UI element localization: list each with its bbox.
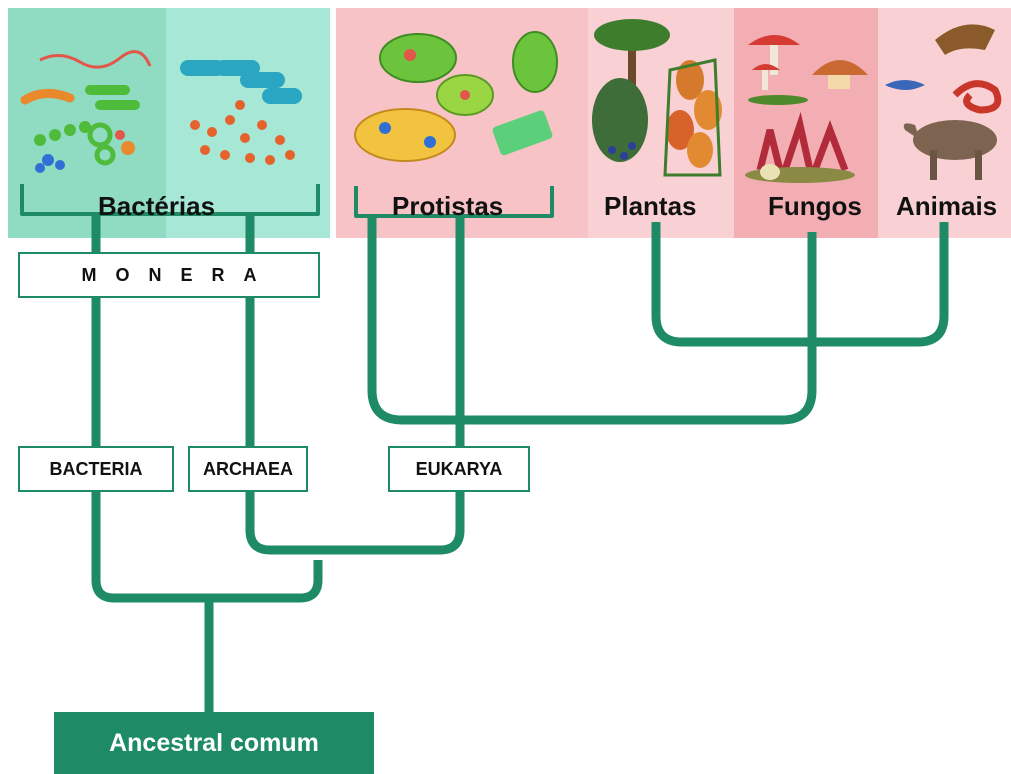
ancestral-comum-box: Ancestral comum	[54, 712, 374, 774]
label-protistas: Protistas	[392, 193, 503, 219]
label-fungos: Fungos	[768, 193, 862, 219]
eukarya-box: EUKARYA	[388, 446, 530, 492]
plants-animals-branch	[656, 222, 944, 342]
bacteria-box: BACTERIA	[18, 446, 174, 492]
monera-box: MONERA	[18, 252, 320, 298]
label-bacterias: Bactérias	[98, 193, 215, 219]
protist-fungi-branch	[372, 216, 812, 420]
label-animais: Animais	[896, 193, 997, 219]
label-plantas: Plantas	[604, 193, 697, 219]
archaea-box: ARCHAEA	[188, 446, 308, 492]
